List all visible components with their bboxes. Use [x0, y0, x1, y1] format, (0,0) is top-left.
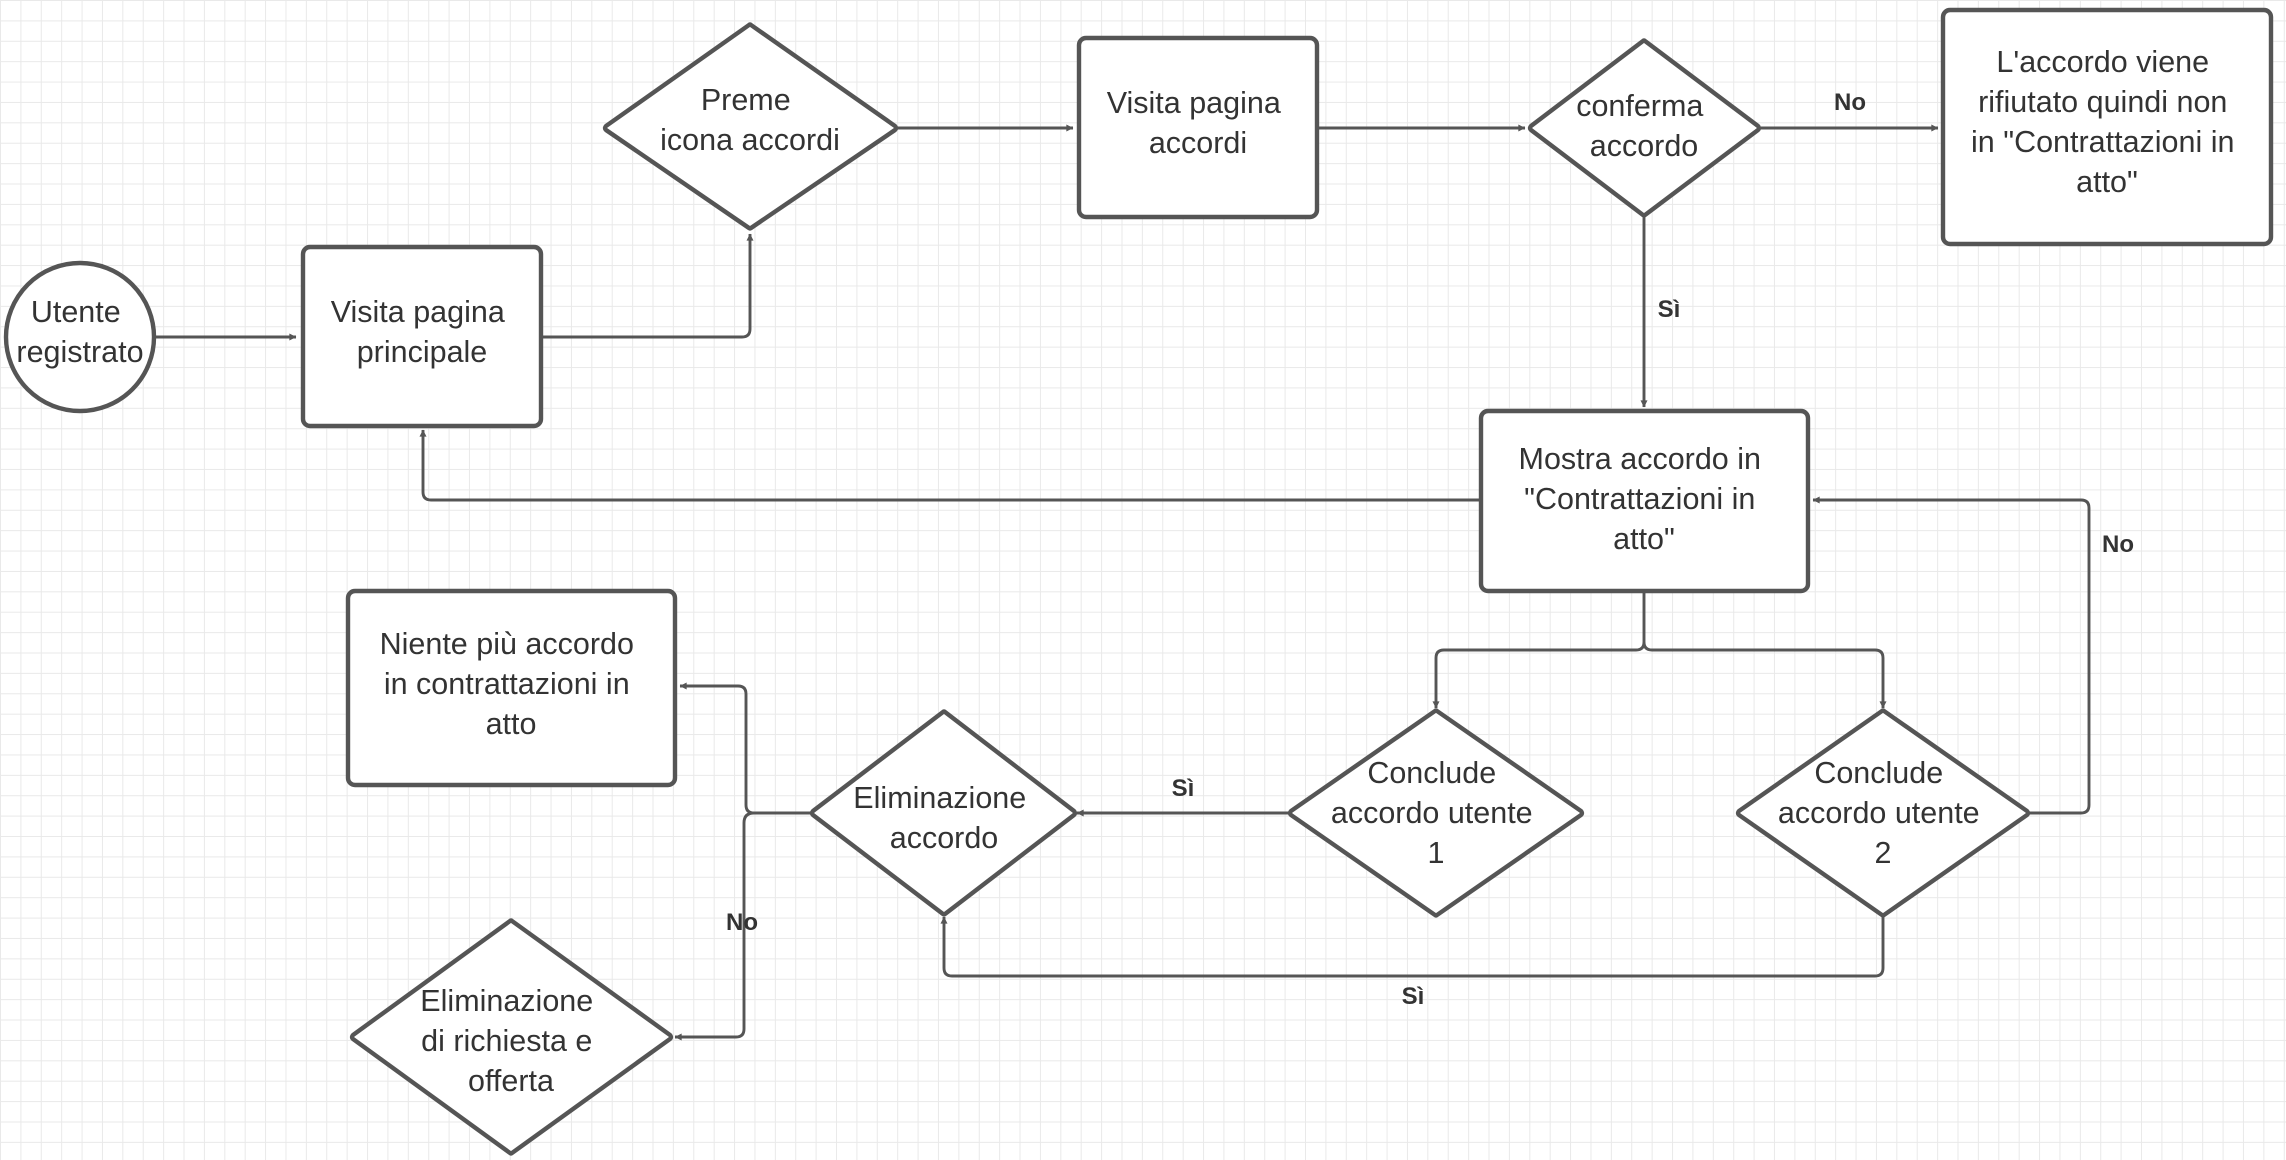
edges — [155, 124, 2091, 1041]
edge-mostra-to-conclude-1 — [1432, 591, 1646, 709]
node-text: conferma accordo — [1576, 89, 1712, 163]
edge-mostra-to-visita-principale — [419, 429, 1480, 502]
node-mostra-accordo: Mostra accordo in "Contrattazioni in att… — [1478, 408, 1811, 594]
node-text: Mostra accordo in "Contrattazioni in att… — [1519, 442, 1770, 556]
edge-visita-principale-to-preme-icona — [541, 233, 754, 339]
node-text: Eliminazione di richiesta e offerta — [420, 984, 601, 1098]
edge-label-conclude2-no: No — [2102, 531, 2134, 558]
edge-eliminazione-no — [674, 811, 755, 1041]
node-conclude-utente-2: Conclude accordo utente 2 — [1735, 708, 2031, 918]
node-accordo-rifiutato: L'accordo viene rifiutato quindi non in … — [1940, 7, 2274, 247]
node-text: Conclude accordo utente 1 — [1331, 756, 1541, 870]
node-eliminazione-richiesta: Eliminazione di richiesta e offerta — [349, 918, 674, 1156]
node-conferma-accordo: conferma accordo — [1527, 38, 1762, 218]
edge-mostra-to-conclude-2 — [1642, 641, 1887, 709]
node-utente-registrato: Utente registrato — [3, 260, 157, 414]
edge-label-conclude1-si: Sì — [1172, 775, 1195, 802]
edge-label-conferma-no: No — [1834, 89, 1866, 116]
node-visita-principale: Visita pagina principale — [300, 244, 544, 429]
edge-label-eliminazione-no: No — [726, 909, 758, 936]
node-text: Niente più accordo in contrattazioni in … — [380, 627, 643, 741]
edge-eliminazione-to-niente-piu — [679, 682, 811, 815]
edge-label-conferma-si: Sì — [1658, 296, 1681, 323]
node-text: Preme icona accordi — [660, 83, 840, 157]
node-text: Visita pagina accordi — [1107, 86, 1290, 160]
node-text: L'accordo viene rifiutato quindi non in … — [1971, 45, 2243, 199]
node-text: Eliminazione accordo — [853, 781, 1034, 855]
node-conclude-utente-1: Conclude accordo utente 1 — [1287, 708, 1585, 918]
node-niente-piu-accordo: Niente più accordo in contrattazioni in … — [345, 588, 678, 788]
edge-conclude-2-si — [940, 916, 1885, 978]
node-text: Visita pagina principale — [331, 295, 514, 369]
node-eliminazione-accordo: Eliminazione accordo — [809, 709, 1078, 917]
node-text: Conclude accordo utente 2 — [1778, 756, 1988, 870]
edge-label-conclude2-si: Sì — [1402, 983, 1425, 1010]
nodes: Utente registrato Visita pagina principa… — [3, 7, 2274, 1156]
node-preme-icona: Preme icona accordi — [602, 22, 899, 231]
edge-labels: No Sì No Sì Sì No — [726, 89, 2134, 1010]
node-visita-accordi: Visita pagina accordi — [1076, 35, 1320, 220]
edge-conclude-2-no — [1812, 496, 2091, 815]
node-text: Utente registrato — [16, 295, 143, 369]
